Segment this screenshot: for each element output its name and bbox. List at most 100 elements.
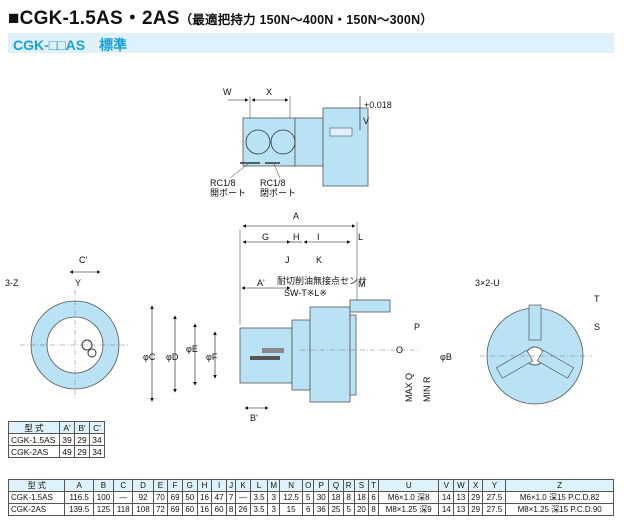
dim-phiF: φF	[206, 352, 218, 362]
table-cell: 27.5	[482, 503, 507, 516]
dim-I: I	[317, 232, 320, 242]
table-cell: 6	[368, 491, 379, 504]
table-cell: 70	[152, 491, 169, 504]
label-rc1-close: RC1/8	[260, 178, 286, 188]
dim-Y: Y	[75, 278, 81, 288]
table-cell: 5	[302, 491, 315, 504]
header-cell: M	[267, 479, 281, 492]
table-cell: 118	[113, 503, 134, 516]
table-cell: 36	[313, 503, 330, 516]
header-cell: U	[377, 479, 440, 492]
model-cell: CGK-1.5AS	[7, 491, 66, 504]
table-cell: 39	[59, 433, 75, 446]
table-cell: 108	[132, 503, 154, 516]
right-end-view: 3×2-U S T	[475, 278, 600, 405]
dim-max-Q: MAX Q	[404, 373, 414, 402]
table-cell: 34	[89, 445, 105, 458]
label-rc1-open: RC1/8	[210, 178, 236, 188]
header-cell: 型 式	[8, 421, 60, 434]
header-cell: F	[167, 479, 183, 492]
section-bar: CGK-□□AS 標準	[8, 33, 614, 53]
table-cell: M6×1.0 深8	[377, 491, 440, 504]
table-cell: 116.5	[64, 491, 94, 504]
table-cell: 13	[453, 491, 469, 504]
tol-V: +0.018	[364, 100, 392, 110]
header-cell: L	[249, 479, 269, 492]
table-cell: 3	[267, 491, 281, 504]
header-cell: Z	[505, 479, 614, 492]
dim-V: V	[363, 116, 369, 126]
dim-A: A	[293, 211, 299, 221]
label-close-port: 閉ポート	[260, 188, 296, 198]
top-view: W X V +0.018 RC1/8 開ポート RC1/8 閉ポート	[210, 87, 392, 198]
header-cell: Q	[328, 479, 344, 492]
table-cell: 30	[313, 491, 330, 504]
table-cell: 14	[438, 491, 455, 504]
model-cell: CGK-2AS	[8, 445, 60, 458]
table-cell: —	[113, 491, 134, 504]
header-cell: R	[342, 479, 355, 492]
table-cell: 50	[181, 491, 198, 504]
header-cell: C'	[89, 421, 105, 434]
front-view: A G H I L J K M A' B' φC φD φE φF P O φB…	[143, 211, 452, 423]
table-cell: 125	[92, 503, 115, 516]
table-cell: M8×1.25 深9	[377, 503, 440, 516]
header-cell: S	[353, 479, 370, 492]
table-cell: 34	[89, 433, 105, 446]
dim-phiB: φB	[440, 352, 452, 362]
table-cell: 18	[353, 491, 370, 504]
label-3Z: 3-Z	[5, 278, 19, 288]
header-cell: J	[225, 479, 237, 492]
dim-H: H	[293, 232, 300, 242]
table-cell: 8	[342, 491, 355, 504]
label-open-port: 開ポート	[210, 188, 246, 198]
table-cell: 15	[279, 503, 304, 516]
dim-S: S	[594, 322, 600, 332]
table-cell: M8×1.25 深15 P.C.D.90	[505, 503, 614, 516]
header-cell: Y	[482, 479, 507, 492]
table-cell: 25	[328, 503, 344, 516]
table-row: CGK-1.5AS 39 29 34	[8, 433, 105, 446]
header-cell: A'	[59, 421, 75, 434]
table-cell: 3.5	[249, 503, 269, 516]
table-cell: 100	[92, 491, 115, 504]
header-cell: H	[196, 479, 213, 492]
dim-B-prime: B'	[250, 413, 258, 423]
header-cell: A	[64, 479, 94, 492]
table-cell: 72	[152, 503, 169, 516]
table-cell: 29	[467, 491, 484, 504]
table-cell: 27.5	[482, 491, 507, 504]
table-cell: 49	[59, 445, 75, 458]
table-cell: 3	[267, 503, 281, 516]
dim-min-R: MIN R	[422, 376, 432, 402]
dim-O: O	[396, 345, 403, 355]
sensor-label: 耐切削油無接点センサ	[277, 275, 367, 286]
table-cell: 69	[167, 503, 183, 516]
table-cell: M6×1.0 深15 P.C.D.82	[505, 491, 614, 504]
header-cell: T	[368, 479, 379, 492]
table-cell: 13	[453, 503, 469, 516]
dim-M: M	[358, 279, 366, 289]
table-cell: 60	[211, 503, 227, 516]
table-cell: 60	[181, 503, 198, 516]
table-cell: 16	[196, 491, 213, 504]
dim-phiC: φC	[143, 352, 156, 362]
dim-C-prime: C'	[79, 255, 87, 265]
table-cell: 92	[132, 491, 154, 504]
model-cell: CGK-1.5AS	[8, 433, 60, 446]
label-3x2-U: 3×2-U	[475, 278, 500, 288]
table-row: CGK-2AS 49 29 34	[8, 445, 105, 458]
model-cell: CGK-2AS	[7, 503, 66, 516]
table-cell: 8	[368, 503, 379, 516]
dim-L: L	[358, 232, 363, 242]
header-cell: B	[92, 479, 115, 492]
left-end-view: 3-Z C' Y	[5, 255, 130, 400]
table-header-row: 型 式 A' B' C'	[8, 421, 105, 434]
dim-phiE: φE	[186, 344, 198, 354]
dim-phiD: φD	[166, 352, 179, 362]
table-cell: 47	[211, 491, 227, 504]
header-cell: N	[279, 479, 304, 492]
